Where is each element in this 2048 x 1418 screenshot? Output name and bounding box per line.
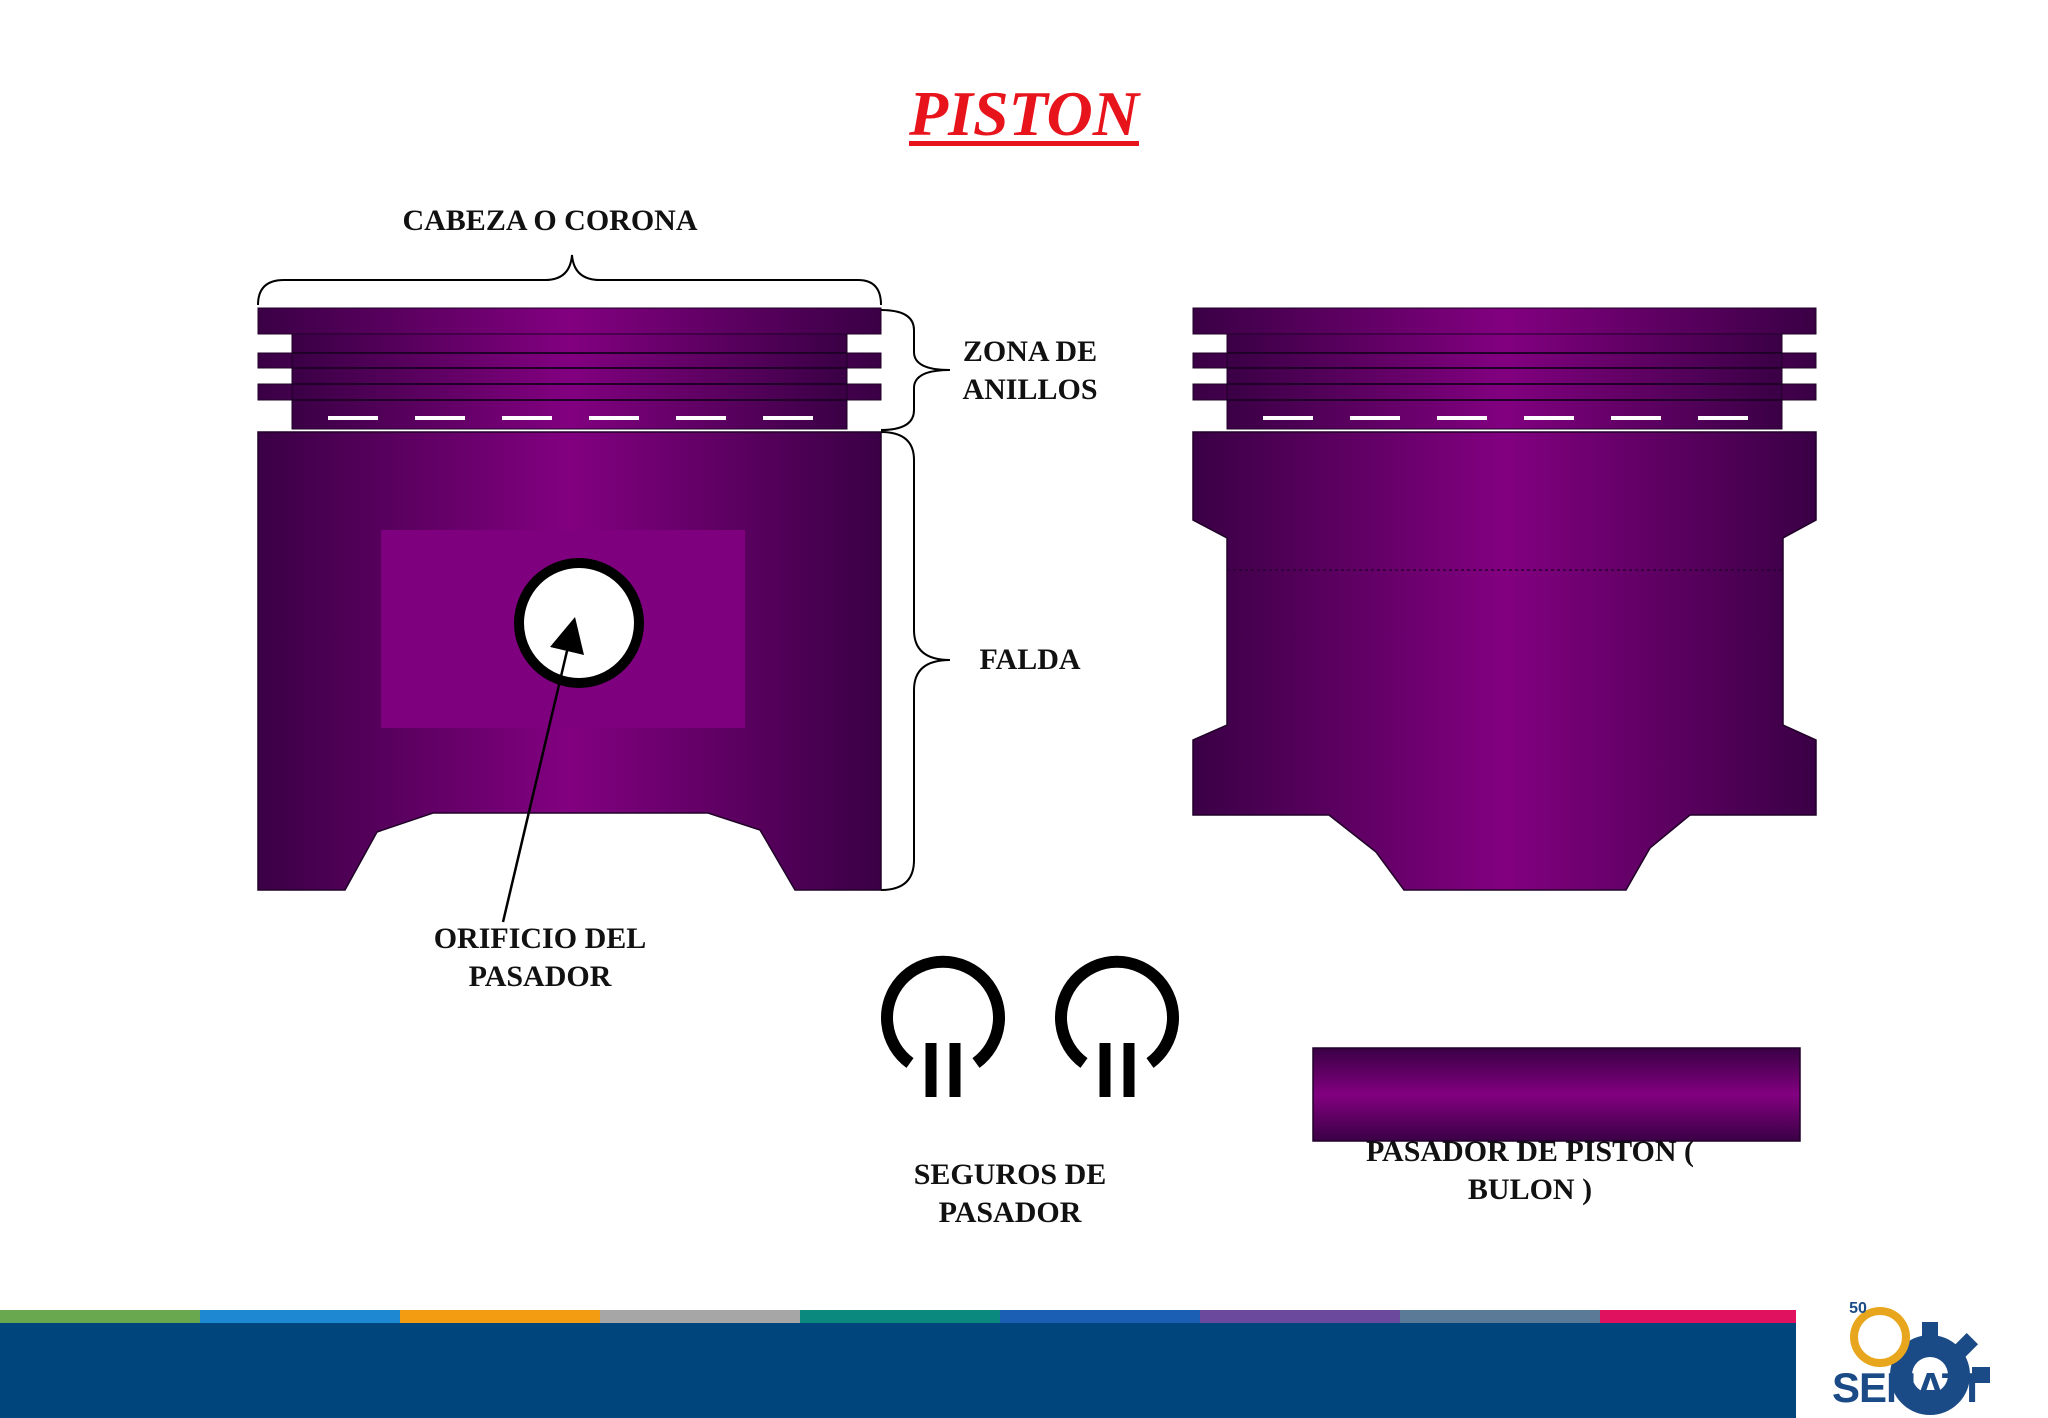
- ring-zone-brace: [880, 309, 951, 431]
- pin-clip-1: [881, 955, 1005, 1068]
- footer-bar: [0, 1323, 1796, 1418]
- label-pin-clips: SEGUROS DE PASADOR: [913, 1158, 1107, 1229]
- footer-stripe: [0, 1310, 200, 1323]
- ring-zone-left: [257, 307, 882, 430]
- logo-badge-text: 50: [1849, 1300, 1867, 1317]
- label-head: CABEZA O CORONA: [402, 204, 698, 237]
- label-skirt: FALDA: [979, 643, 1081, 676]
- piston-front-view: [257, 307, 882, 923]
- label-piston-pin: PASADOR DE PISTON ( BULON ): [1365, 1135, 1695, 1206]
- pin-bore-pointer: [501, 616, 585, 923]
- head-brace: [257, 254, 882, 306]
- piston-pin: [1312, 1047, 1801, 1142]
- label-pin-bore: ORIFICIO DEL PASADOR: [433, 922, 647, 993]
- skirt-brace: [880, 431, 951, 891]
- pin-bore: [514, 558, 644, 688]
- footer: [0, 1310, 1796, 1418]
- logo-text: SENATI: [1832, 1364, 1978, 1411]
- pin-clips: [881, 955, 1179, 1097]
- anniversary-badge: [1850, 1307, 1910, 1367]
- pin-clip-2: [1055, 955, 1179, 1068]
- skirt-right: [1192, 431, 1817, 891]
- label-ring-zone: ZONA DE ANILLOS: [962, 335, 1098, 406]
- piston-side-view: [1192, 307, 1817, 891]
- page-title: PISTON: [909, 78, 1139, 149]
- senati-logo-graphic: [1850, 1307, 1990, 1415]
